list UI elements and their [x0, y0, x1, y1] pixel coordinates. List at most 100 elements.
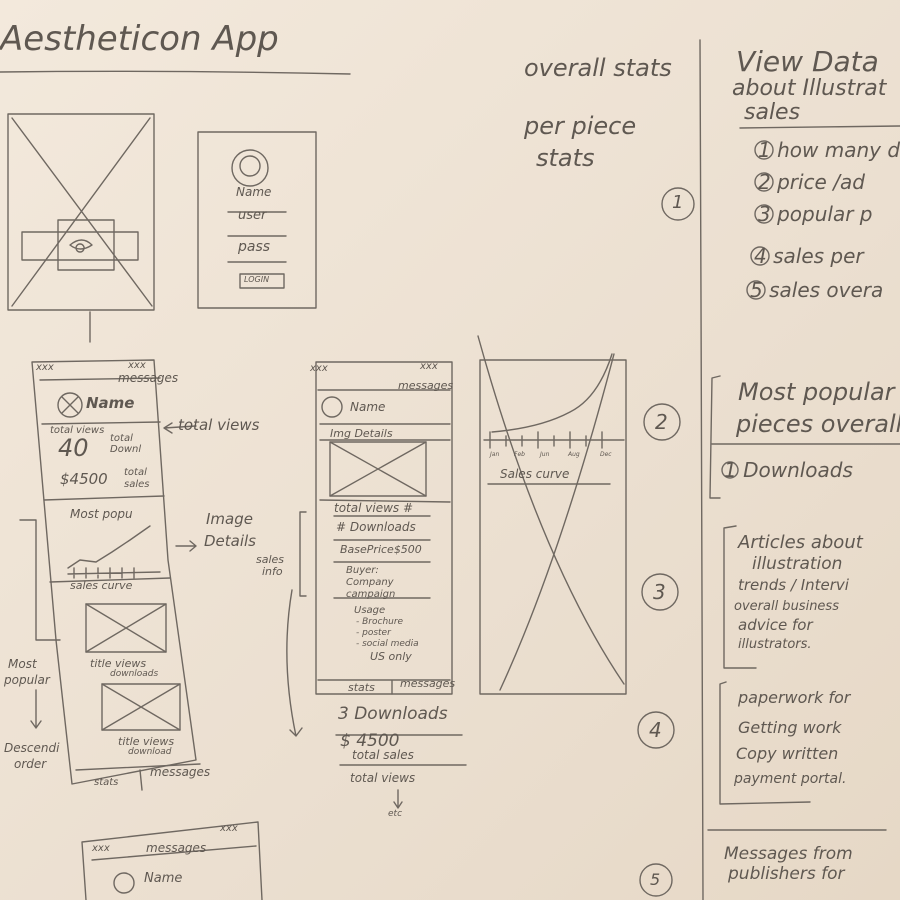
detail-top-marks: xxx: [310, 363, 328, 374]
home-total-label: total: [110, 433, 133, 444]
paperwork-line-1: paperwork for: [738, 688, 851, 707]
heading-underline: [739, 125, 900, 129]
splash-screen-outline: [7, 113, 155, 343]
data-list-item-2: 2 price /ad: [758, 170, 865, 194]
home-downloads-label: Downl: [110, 444, 142, 455]
box2-bracket: [709, 375, 900, 499]
home-total-sales-1: total: [124, 467, 147, 478]
data-list-item-4: 4 sales per: [754, 244, 864, 268]
home-most-popular-label: Most popu: [70, 507, 133, 521]
detail-messages-link[interactable]: messages: [398, 379, 454, 392]
number-circle-1: [661, 187, 695, 221]
home-messages-link[interactable]: messages: [118, 371, 179, 385]
chart-month-jan: Jan: [490, 451, 500, 458]
number-2: 2: [655, 410, 668, 434]
number-5: 5: [650, 870, 661, 889]
detail-buyer: Buyer:: [346, 565, 379, 576]
home-card2-downloads: download: [128, 747, 172, 757]
most-popular-heading: Most popular: [738, 378, 895, 406]
login-screen-outline: [197, 131, 317, 309]
home-tab-stats[interactable]: stats: [94, 777, 119, 788]
detail-campaign: campaign: [346, 589, 396, 600]
paperwork-line-2: Getting work: [738, 718, 842, 737]
data-list-item-1: 1 how many d: [758, 138, 900, 162]
chart-screen-outline: [477, 335, 627, 695]
data-list-item-5: 5 sales overa: [750, 278, 884, 302]
detail-top-marks-right: xxx: [420, 361, 438, 372]
column-divider: [699, 39, 704, 900]
number-circle-4: [637, 711, 675, 749]
detail-company: Company: [346, 577, 394, 588]
annotation-sales-info-1: sales: [256, 553, 285, 566]
arrow-sales-info: [286, 589, 303, 737]
chart-month-dec: Dec: [600, 451, 612, 458]
annotation-descending-1: Descendi: [4, 741, 60, 755]
articles-line-5: advice for: [738, 616, 813, 634]
number-1: 1: [672, 192, 684, 213]
bottom-top-marks: xxx: [92, 843, 110, 854]
login-name-label: Name: [236, 185, 272, 199]
paperwork-line-4: payment portal.: [734, 771, 847, 787]
most-popular-heading-2: pieces overall: [736, 410, 900, 438]
detail-base-price: BasePrice$500: [340, 543, 422, 556]
detail-img-details: Img Details: [330, 427, 393, 440]
articles-line-3: trends / Intervi: [738, 576, 849, 594]
home-total-views-label: total views: [50, 425, 105, 436]
articles-line-4: overall business: [734, 599, 839, 614]
detail-total-views: total views #: [334, 501, 414, 515]
number-circle-5: [639, 863, 673, 897]
home-sales-curve-label: sales curve: [70, 579, 133, 592]
list-circle-3: [754, 204, 774, 224]
home-big-number: 40: [58, 434, 89, 462]
home-user-name: Name: [86, 394, 135, 412]
list-circle-1: [754, 140, 774, 160]
home-top-marks: xxx: [36, 362, 54, 373]
articles-line-1: Articles about: [738, 532, 863, 553]
list-circle-4: [750, 246, 770, 266]
login-pass-field[interactable]: pass: [238, 239, 271, 255]
bottom-top-marks-right: xxx: [220, 823, 238, 834]
box4-bracket: [719, 681, 811, 805]
annotation-image-details-1: Image: [206, 510, 253, 528]
detail-usage-social: - social media: [356, 639, 419, 649]
detail-screen-outline: [299, 361, 453, 695]
stats-downloads: 3 Downloads: [338, 704, 448, 724]
detail-tab-messages[interactable]: messages: [400, 677, 456, 690]
detail-tab-stats[interactable]: stats: [348, 681, 375, 694]
login-button[interactable]: LOGIN: [244, 275, 270, 284]
list-circle-5: [746, 280, 766, 300]
number-4: 4: [649, 718, 662, 742]
home-top-marks-right: xxx: [128, 360, 146, 371]
box3-bracket: [723, 525, 757, 669]
home-screen-outline: [19, 359, 201, 791]
title-underline: [0, 70, 351, 75]
login-user-field[interactable]: user: [238, 208, 267, 223]
annotation-etc: etc: [388, 809, 403, 819]
bottom-messages-link[interactable]: messages: [146, 841, 207, 855]
chart-month-jun: Jun: [540, 451, 550, 458]
paperwork-line-3: Copy written: [736, 744, 839, 763]
annotation-image-details-2: Details: [204, 532, 257, 550]
bottom-user-name: Name: [144, 871, 183, 886]
per-piece-label: per piece: [524, 112, 637, 140]
messages-line-1: Messages from: [724, 844, 853, 864]
annotation-sales-info-2: info: [262, 565, 283, 578]
home-card1-title[interactable]: title views: [90, 657, 147, 670]
arrow-total-views: [163, 422, 197, 434]
number-circle-2: [643, 403, 681, 441]
annotation-descending-2: order: [14, 757, 47, 771]
home-tab-messages[interactable]: messages: [150, 765, 211, 779]
number-3: 3: [653, 580, 666, 604]
annotation-most-popular-1: Most: [8, 657, 37, 671]
view-data-heading-3: sales: [744, 100, 801, 125]
home-card2-title[interactable]: title views: [118, 735, 175, 748]
home-sales-value: $4500: [60, 470, 108, 488]
stats-total-sales: total sales: [352, 748, 414, 762]
arrow-image-details: [175, 540, 197, 552]
most-popular-downloads: 1 Downloads: [724, 458, 853, 482]
detail-stats-lines: [335, 734, 467, 766]
bottom-screen-outline: [81, 821, 263, 900]
articles-line-6: illustrators.: [738, 637, 812, 652]
detail-usage: Usage: [354, 605, 386, 616]
